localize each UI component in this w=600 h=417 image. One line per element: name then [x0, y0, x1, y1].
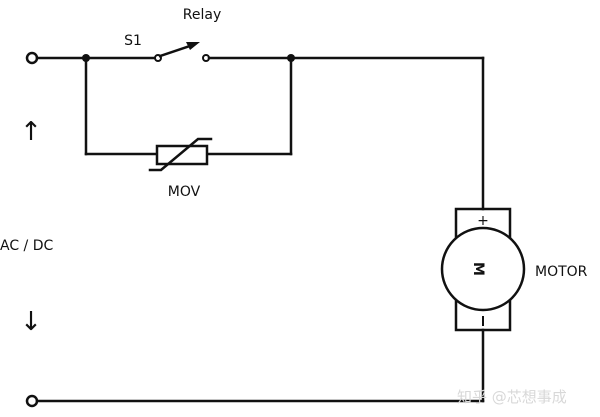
watermark: 知乎 @芯想事成 — [457, 388, 567, 406]
switch-label: S1 — [124, 33, 142, 49]
switch-arrowhead — [186, 42, 200, 50]
source-label: AC / DC — [0, 238, 54, 254]
mov-slash — [148, 137, 213, 172]
input-terminal-top — [25, 51, 39, 65]
input-terminal-bottom — [25, 394, 39, 408]
arrow-down-icon: ↓ — [20, 307, 42, 337]
mov-body — [155, 144, 209, 166]
mov-label: MOV — [168, 184, 201, 200]
arrow-up-icon: ↑ — [20, 117, 42, 147]
motor-label: MOTOR — [535, 264, 588, 280]
relay-label: Relay — [183, 7, 221, 23]
motor-m-symbol: M — [470, 262, 486, 276]
motor-circle — [440, 226, 526, 312]
motor-plus-sign: + — [477, 213, 489, 229]
switch-lever — [158, 44, 192, 58]
